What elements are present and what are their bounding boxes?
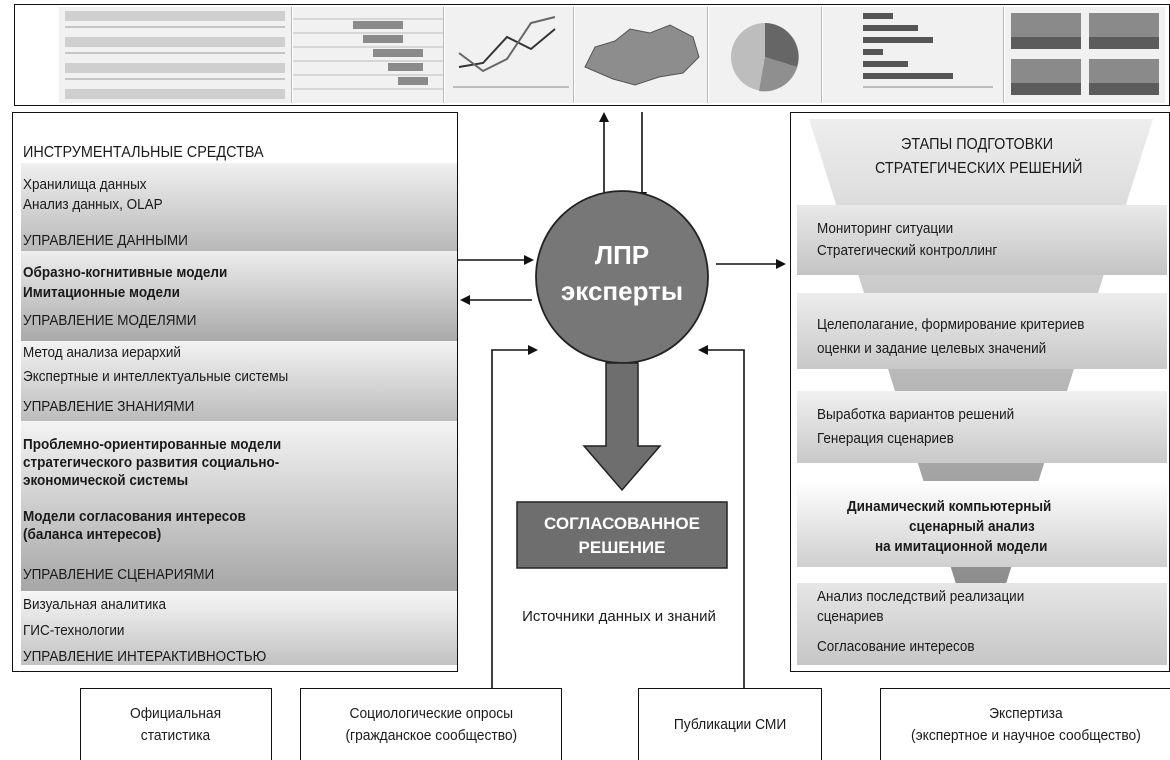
tool-item: стратегического развития социально- <box>23 454 280 471</box>
source-label: Публикации СМИ <box>673 715 787 733</box>
gantt-thumbnail[interactable] <box>293 7 444 103</box>
stage-text: сценарный анализ <box>909 518 1035 535</box>
stage-text: Генерация сценариев <box>817 430 954 447</box>
stage-text: Целеполагание, формирование критериев <box>817 316 1085 333</box>
tool-item: (баланса интересов) <box>23 526 162 543</box>
source-label: Социологические опросы <box>349 704 513 722</box>
source-label: Официальная <box>130 704 222 722</box>
stage-box <box>797 205 1167 275</box>
pie-chart-thumbnail[interactable] <box>709 7 822 103</box>
category-label: УПРАВЛЕНИЕ ЗНАНИЯМИ <box>23 398 195 415</box>
group-knowledge-band <box>21 341 457 421</box>
source-sociological-polls: Социологические опросы (гражданское сообщ… <box>300 688 562 760</box>
stage-box-highlight <box>797 481 1167 567</box>
stage-text: Стратегический контроллинг <box>817 242 998 259</box>
source-label: (гражданское сообщество) <box>345 726 517 744</box>
stage-text: оценки и задание целевых значений <box>817 340 1047 357</box>
map-thumbnail[interactable] <box>575 7 708 103</box>
bar-chart-thumbnail[interactable] <box>823 7 1004 103</box>
group-interactivity-band <box>21 591 457 665</box>
source-media: Публикации СМИ <box>638 688 822 760</box>
tools-title: ИНСТРУМЕНТАЛЬНЫЕ СРЕДСТВА <box>23 144 264 161</box>
stage-box <box>797 293 1167 369</box>
circle-label: ЛПР <box>594 240 650 270</box>
tool-item: Модели согласования интересов <box>23 508 246 525</box>
stage-text: Динамический компьютерный <box>847 498 1052 515</box>
photos-thumbnail[interactable] <box>1005 7 1165 103</box>
source-label: Экспертиза <box>989 704 1063 722</box>
category-label: УПРАВЛЕНИЕ ИНТЕРАКТИВНОСТЬЮ <box>23 648 267 665</box>
visualization-strip <box>14 4 1170 106</box>
stage-box <box>797 391 1167 463</box>
sources-label: Источники данных и знаний <box>522 608 716 625</box>
decision-label: СОГЛАСОВАННОЕ <box>544 514 700 533</box>
category-label: УПРАВЛЕНИЕ СЦЕНАРИЯМИ <box>23 566 215 583</box>
tool-item: Проблемно-ориентированные модели <box>23 436 282 453</box>
source-expertise: Экспертиза (экспертное и научное сообщест… <box>880 688 1170 760</box>
tool-item: Экспертные и интеллектуальные системы <box>23 368 289 385</box>
tool-item: Метод анализа иерархий <box>23 344 181 361</box>
stage-text: на имитационной модели <box>875 538 1048 555</box>
group-data-band <box>21 163 457 251</box>
source-official-statistics: Официальная статистика <box>80 688 272 760</box>
stages-title: ЭТАПЫ ПОДГОТОВКИ <box>901 136 1054 153</box>
stage-text: сценариев <box>817 608 884 625</box>
category-label: УПРАВЛЕНИЕ ДАННЫМИ <box>23 232 188 249</box>
group-models-band <box>21 251 457 341</box>
source-label: статистика <box>141 726 211 744</box>
big-down-arrow <box>582 362 662 492</box>
tool-item: Хранилища данных <box>23 176 147 193</box>
group-scenarios-band <box>21 421 457 591</box>
category-label: УПРАВЛЕНИЕ МОДЕЛЯМИ <box>23 312 197 329</box>
tool-item: Анализ данных, OLAP <box>23 196 163 213</box>
table-thumbnail[interactable] <box>59 7 292 103</box>
tool-item: Визуальная аналитика <box>23 596 166 613</box>
stage-text: Анализ последствий реализации <box>817 588 1025 605</box>
tool-item: экономической системы <box>23 472 189 489</box>
stages-title: СТРАТЕГИЧЕСКИХ РЕШЕНИЙ <box>875 160 1083 177</box>
tool-item: Имитационные модели <box>23 284 180 301</box>
circle-label: эксперты <box>560 276 684 306</box>
stage-box <box>797 583 1167 665</box>
arrow-media-to-center <box>698 345 745 688</box>
source-label: (экспертное и научное сообщество) <box>911 726 1141 744</box>
line-chart-thumbnail[interactable] <box>445 7 574 103</box>
stages-panel: ЭТАПЫ ПОДГОТОВКИ СТРАТЕГИЧЕСКИХ РЕШЕНИЙ … <box>790 112 1170 672</box>
decision-box <box>516 501 728 569</box>
decision-label: РЕШЕНИЕ <box>578 538 666 557</box>
arrow-social-to-center <box>491 345 538 688</box>
tool-item: Образно-когнитивные модели <box>23 264 228 281</box>
tools-panel: ИНСТРУМЕНТАЛЬНЫЕ СРЕДСТВА Хранилища данн… <box>12 112 458 672</box>
stage-text: Согласование интересов <box>817 638 975 655</box>
tool-item: ГИС-технологии <box>23 622 125 639</box>
stage-text: Мониторинг ситуации <box>817 220 954 237</box>
stage-text: Выработка вариантов решений <box>817 406 1015 423</box>
